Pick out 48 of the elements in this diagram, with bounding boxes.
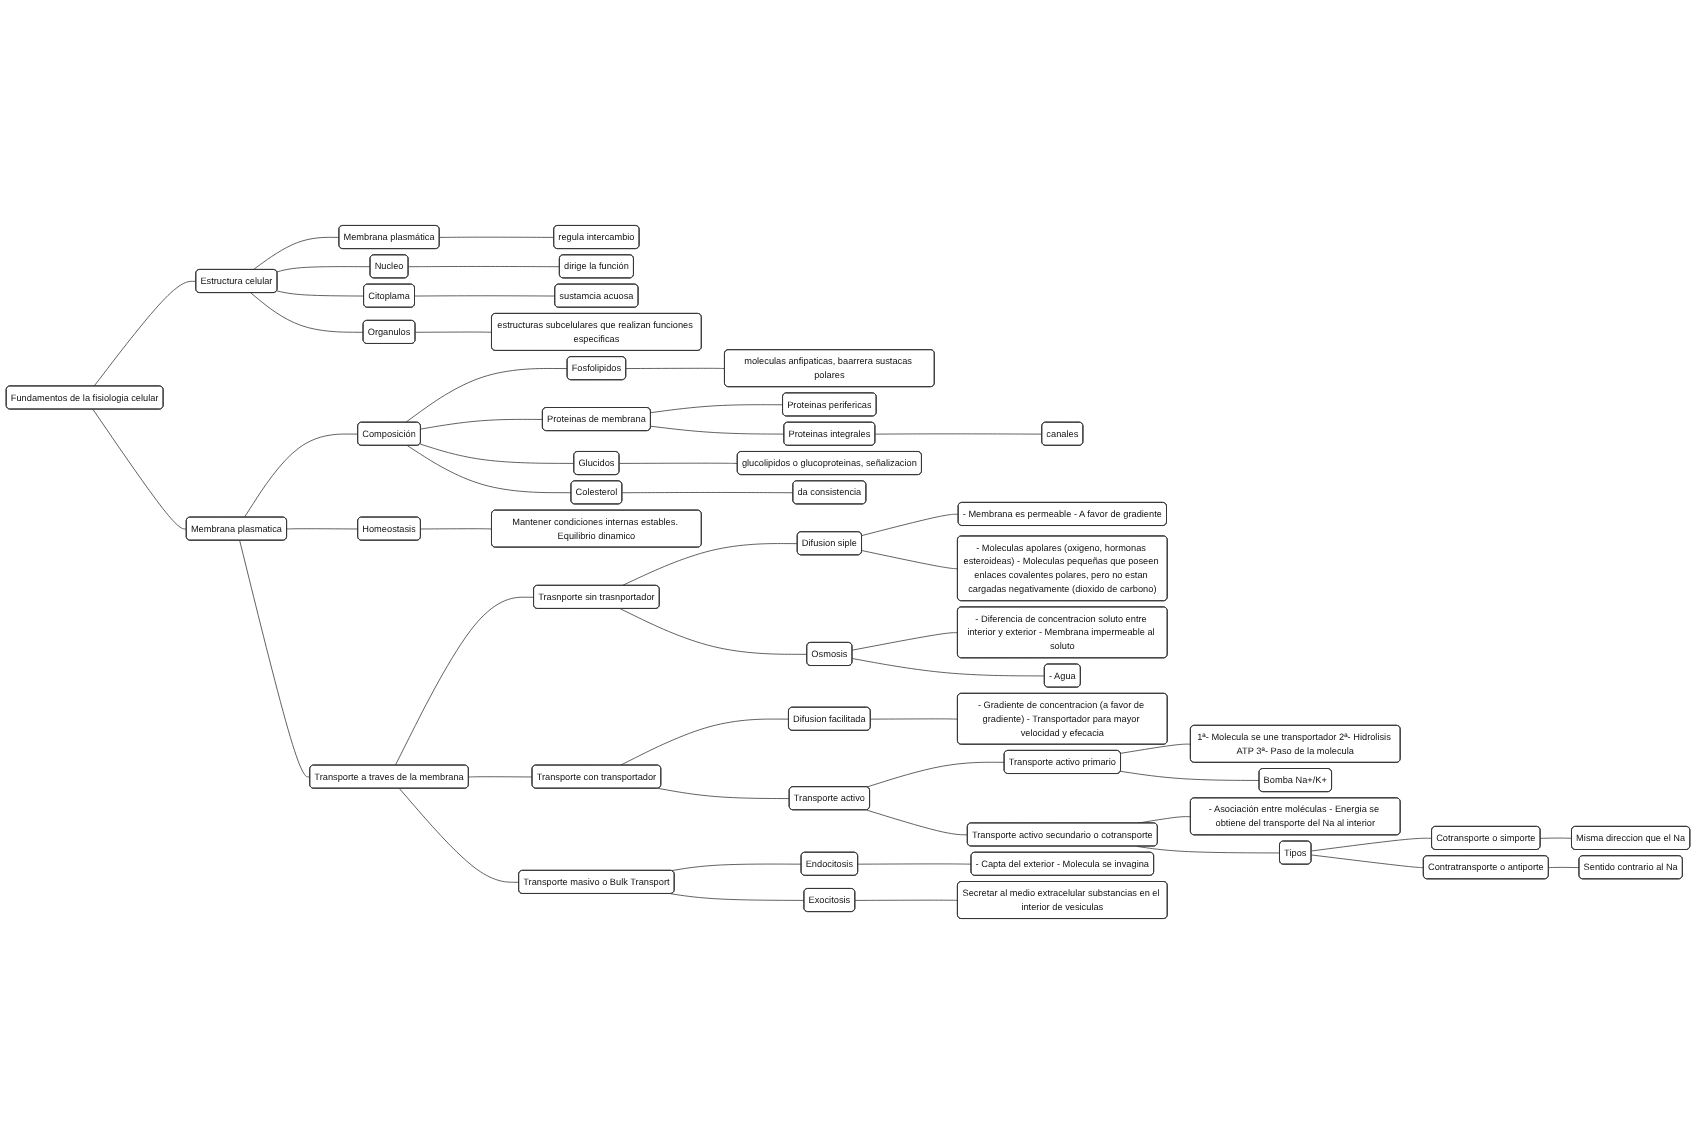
connector: [405, 368, 568, 423]
connector: [866, 809, 969, 836]
connector: [658, 788, 790, 799]
connector: [1311, 837, 1433, 852]
connector: [1548, 867, 1580, 868]
connector: [276, 266, 371, 273]
connector: [1120, 743, 1192, 754]
connector: [854, 899, 959, 901]
connector: [670, 863, 802, 872]
connector: [420, 418, 544, 430]
connector: [394, 596, 535, 766]
connector: [276, 290, 365, 297]
connector: [619, 462, 739, 464]
connector: [870, 718, 959, 720]
connector: [650, 404, 784, 414]
connector: [621, 543, 798, 587]
connector: [93, 280, 197, 387]
connector: [250, 292, 364, 333]
connector: [406, 445, 572, 494]
connector: [243, 433, 359, 518]
connector: [408, 266, 561, 268]
connector: [439, 236, 555, 238]
connector: [1311, 854, 1425, 868]
connector: [625, 367, 726, 369]
connector: [415, 331, 493, 333]
connector: [861, 550, 959, 570]
connector: [399, 788, 520, 883]
connector: [468, 776, 533, 778]
connector: [239, 540, 311, 778]
connector: [861, 513, 959, 536]
connector: [419, 443, 575, 464]
connector: [670, 893, 805, 901]
connector: [414, 295, 556, 297]
connector: [852, 632, 959, 651]
connector: [1540, 837, 1573, 839]
connector: [620, 608, 808, 655]
connector: [852, 658, 1046, 677]
connector: [92, 409, 188, 530]
connector: [420, 528, 493, 530]
connector: [1120, 770, 1260, 781]
connector: [866, 761, 1005, 788]
connector: [874, 433, 1043, 435]
connector: [619, 718, 790, 766]
connector: [252, 236, 340, 271]
connector: [857, 863, 972, 865]
connector: [650, 425, 785, 435]
connector: [286, 528, 359, 530]
connector: [621, 492, 794, 494]
